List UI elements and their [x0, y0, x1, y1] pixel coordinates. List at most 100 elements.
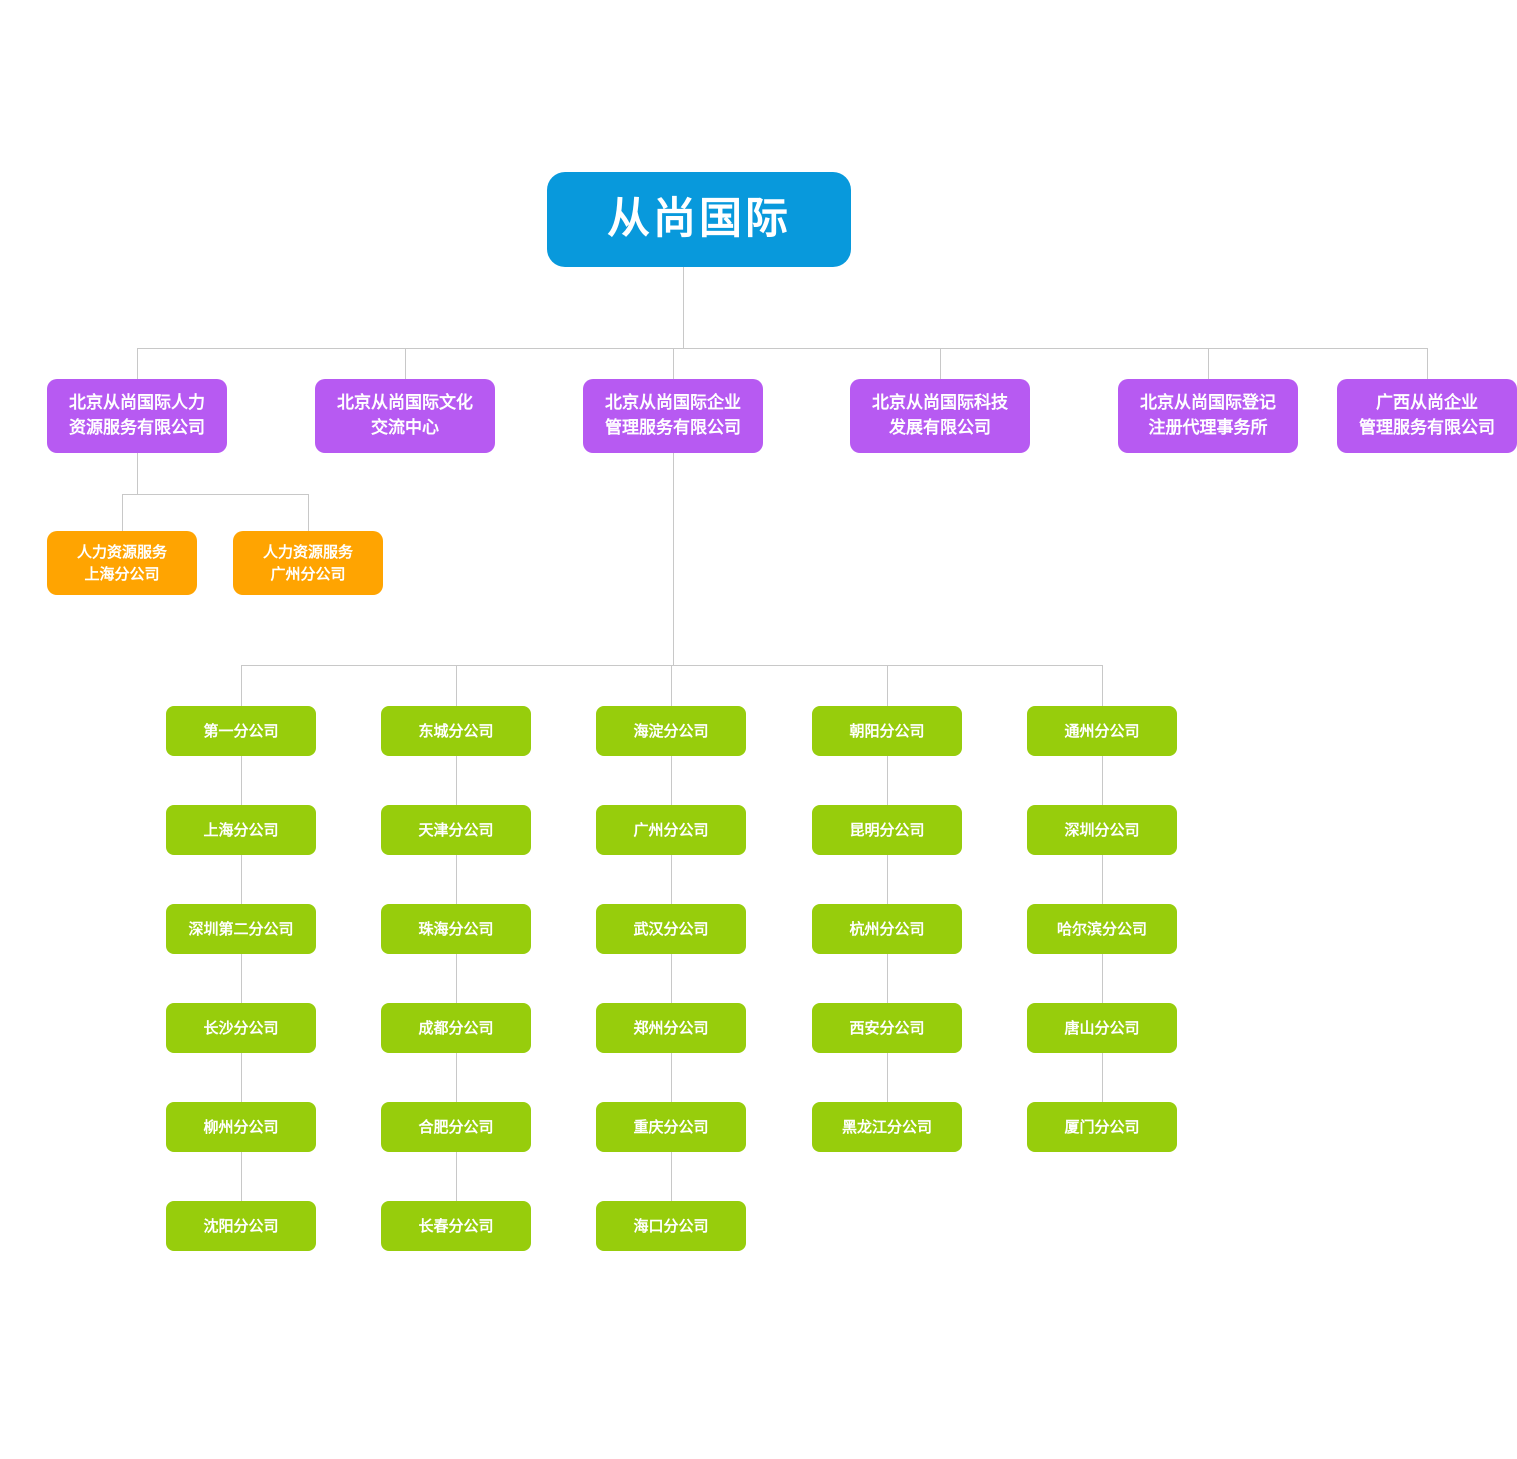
org-node-subsidiary[interactable]: 北京从尚国际科技发展有限公司: [850, 379, 1030, 453]
node-label-line: 西安分公司: [849, 1019, 925, 1037]
connector-line: [671, 1053, 672, 1102]
connector-line: [122, 494, 123, 531]
connector-line: [137, 348, 138, 379]
node-label-line: 长沙分公司: [203, 1019, 279, 1037]
connector-line: [241, 1152, 242, 1201]
org-node-subsidiary[interactable]: 北京从尚国际文化交流中心: [315, 379, 495, 453]
connector-line: [405, 348, 406, 379]
org-node-city-branch[interactable]: 沈阳分公司: [166, 1201, 316, 1251]
connector-line: [1102, 756, 1103, 805]
node-label-line: 深圳分公司: [1064, 821, 1140, 839]
connector-line: [241, 665, 242, 706]
node-label-line: 人力资源服务: [262, 543, 353, 561]
org-node-city-branch[interactable]: 黑龙江分公司: [812, 1102, 962, 1152]
org-node-city-branch[interactable]: 广州分公司: [596, 805, 746, 855]
org-node-city-branch[interactable]: 朝阳分公司: [812, 706, 962, 756]
org-node-subsidiary[interactable]: 北京从尚国际登记注册代理事务所: [1118, 379, 1298, 453]
org-node-subsidiary[interactable]: 广西从尚企业管理服务有限公司: [1337, 379, 1517, 453]
connector-line: [683, 267, 684, 348]
node-label-line: 广州分公司: [633, 821, 709, 839]
node-label-line: 深圳第二分公司: [188, 920, 294, 938]
connector-line: [241, 1053, 242, 1102]
node-label-line: 北京从尚国际企业: [605, 393, 741, 413]
org-node-city-branch[interactable]: 杭州分公司: [812, 904, 962, 954]
org-node-city-branch[interactable]: 厦门分公司: [1027, 1102, 1177, 1152]
connector-line: [456, 756, 457, 805]
node-label-line: 管理服务有限公司: [605, 418, 741, 438]
connector-line: [1427, 348, 1428, 379]
connector-line: [456, 954, 457, 1003]
node-label-line: 通州分公司: [1064, 722, 1140, 740]
node-label-line: 发展有限公司: [889, 418, 991, 438]
node-label-line: 交流中心: [371, 418, 439, 438]
org-node-city-branch[interactable]: 海淀分公司: [596, 706, 746, 756]
org-node-city-branch[interactable]: 通州分公司: [1027, 706, 1177, 756]
org-node-city-branch[interactable]: 武汉分公司: [596, 904, 746, 954]
node-label-line: 柳州分公司: [203, 1118, 279, 1136]
connector-line: [673, 453, 674, 665]
org-node-city-branch[interactable]: 唐山分公司: [1027, 1003, 1177, 1053]
org-node-subsidiary[interactable]: 北京从尚国际企业管理服务有限公司: [583, 379, 763, 453]
node-label-line: 唐山分公司: [1064, 1019, 1140, 1037]
org-node-city-branch[interactable]: 成都分公司: [381, 1003, 531, 1053]
node-label-line: 成都分公司: [418, 1019, 494, 1037]
org-node-hr-branch[interactable]: 人力资源服务广州分公司: [233, 531, 383, 595]
node-label-line: 人力资源服务: [76, 543, 167, 561]
connector-line: [887, 954, 888, 1003]
connector-line: [456, 665, 457, 706]
connector-line: [673, 348, 674, 379]
org-node-city-branch[interactable]: 昆明分公司: [812, 805, 962, 855]
node-label-line: 沈阳分公司: [203, 1217, 279, 1235]
org-node-city-branch[interactable]: 长沙分公司: [166, 1003, 316, 1053]
org-node-root[interactable]: 从尚国际: [547, 172, 851, 267]
org-node-city-branch[interactable]: 重庆分公司: [596, 1102, 746, 1152]
org-node-city-branch[interactable]: 海口分公司: [596, 1201, 746, 1251]
connector-line: [137, 453, 138, 494]
node-label-line: 天津分公司: [418, 821, 494, 839]
org-node-city-branch[interactable]: 天津分公司: [381, 805, 531, 855]
connector-line: [671, 855, 672, 904]
connector-line: [940, 348, 941, 379]
node-label-line: 北京从尚国际人力: [69, 393, 205, 413]
org-node-city-branch[interactable]: 东城分公司: [381, 706, 531, 756]
connector-line: [122, 494, 308, 495]
node-label-line: 东城分公司: [418, 722, 494, 740]
connector-line: [456, 1152, 457, 1201]
node-label-line: 上海分公司: [203, 821, 279, 839]
connector-line: [241, 954, 242, 1003]
org-node-city-branch[interactable]: 上海分公司: [166, 805, 316, 855]
org-node-city-branch[interactable]: 柳州分公司: [166, 1102, 316, 1152]
org-node-city-branch[interactable]: 合肥分公司: [381, 1102, 531, 1152]
org-node-city-branch[interactable]: 珠海分公司: [381, 904, 531, 954]
connector-line: [456, 1053, 457, 1102]
node-label-line: 合肥分公司: [418, 1118, 494, 1136]
org-node-hr-branch[interactable]: 人力资源服务上海分公司: [47, 531, 197, 595]
org-node-city-branch[interactable]: 深圳第二分公司: [166, 904, 316, 954]
node-label-line: 北京从尚国际文化: [337, 393, 473, 413]
connector-line: [671, 1152, 672, 1201]
node-label-line: 重庆分公司: [633, 1118, 709, 1136]
node-label-line: 北京从尚国际登记: [1140, 393, 1276, 413]
node-label-line: 广州分公司: [270, 565, 346, 583]
org-node-city-branch[interactable]: 郑州分公司: [596, 1003, 746, 1053]
connector-line: [887, 1053, 888, 1102]
org-node-subsidiary[interactable]: 北京从尚国际人力资源服务有限公司: [47, 379, 227, 453]
org-node-city-branch[interactable]: 西安分公司: [812, 1003, 962, 1053]
org-node-city-branch[interactable]: 长春分公司: [381, 1201, 531, 1251]
connector-line: [1208, 348, 1209, 379]
connector-line: [241, 855, 242, 904]
org-node-city-branch[interactable]: 第一分公司: [166, 706, 316, 756]
org-node-city-branch[interactable]: 哈尔滨分公司: [1027, 904, 1177, 954]
connector-line: [671, 756, 672, 805]
connector-line: [887, 665, 888, 706]
node-label-line: 郑州分公司: [633, 1019, 709, 1037]
node-label-line: 上海分公司: [84, 565, 160, 583]
node-label-line: 海淀分公司: [633, 722, 709, 740]
connector-line: [1102, 954, 1103, 1003]
connector-line: [1102, 665, 1103, 706]
connector-line: [887, 756, 888, 805]
connector-line: [137, 348, 1427, 349]
node-label-line: 哈尔滨分公司: [1056, 920, 1147, 938]
org-node-city-branch[interactable]: 深圳分公司: [1027, 805, 1177, 855]
